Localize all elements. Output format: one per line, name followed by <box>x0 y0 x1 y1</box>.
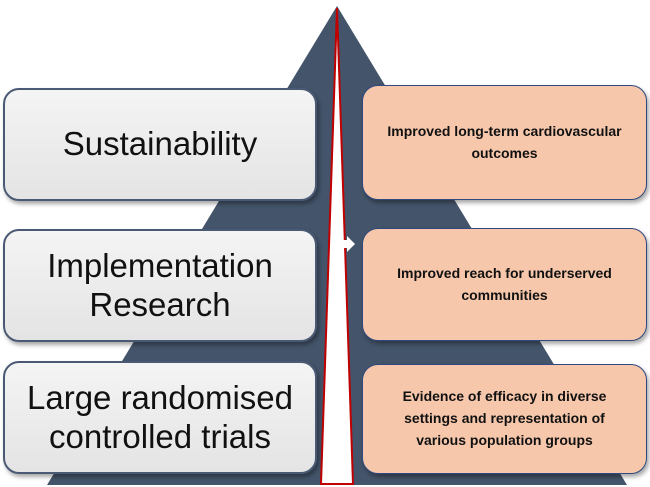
small-arrow-icon <box>337 236 355 252</box>
level-implementation-research-box: Implementation Research <box>3 229 317 342</box>
level-label-line: controlled trials <box>49 417 271 455</box>
outcome-text: Evidence of efficacy in diverse settings… <box>402 388 607 448</box>
level-label-line: Research <box>89 285 231 323</box>
level-large-rct-box: Large randomised controlled trials <box>3 361 317 474</box>
outcome-box-reach: Improved reach for underserved communiti… <box>362 228 647 341</box>
outcome-text: Improved reach for underserved communiti… <box>397 264 612 303</box>
level-sustainability-box: Sustainability <box>3 88 317 201</box>
level-label-line: Large randomised <box>27 378 293 416</box>
outcome-box-long-term: Improved long-term cardiovascular outcom… <box>362 85 647 200</box>
outcome-text: Improved long-term cardiovascular outcom… <box>387 122 622 161</box>
level-label-line: Implementation <box>47 246 273 284</box>
outcome-box-efficacy: Evidence of efficacy in diverse settings… <box>362 364 647 474</box>
level-label-line: Sustainability <box>62 125 258 163</box>
